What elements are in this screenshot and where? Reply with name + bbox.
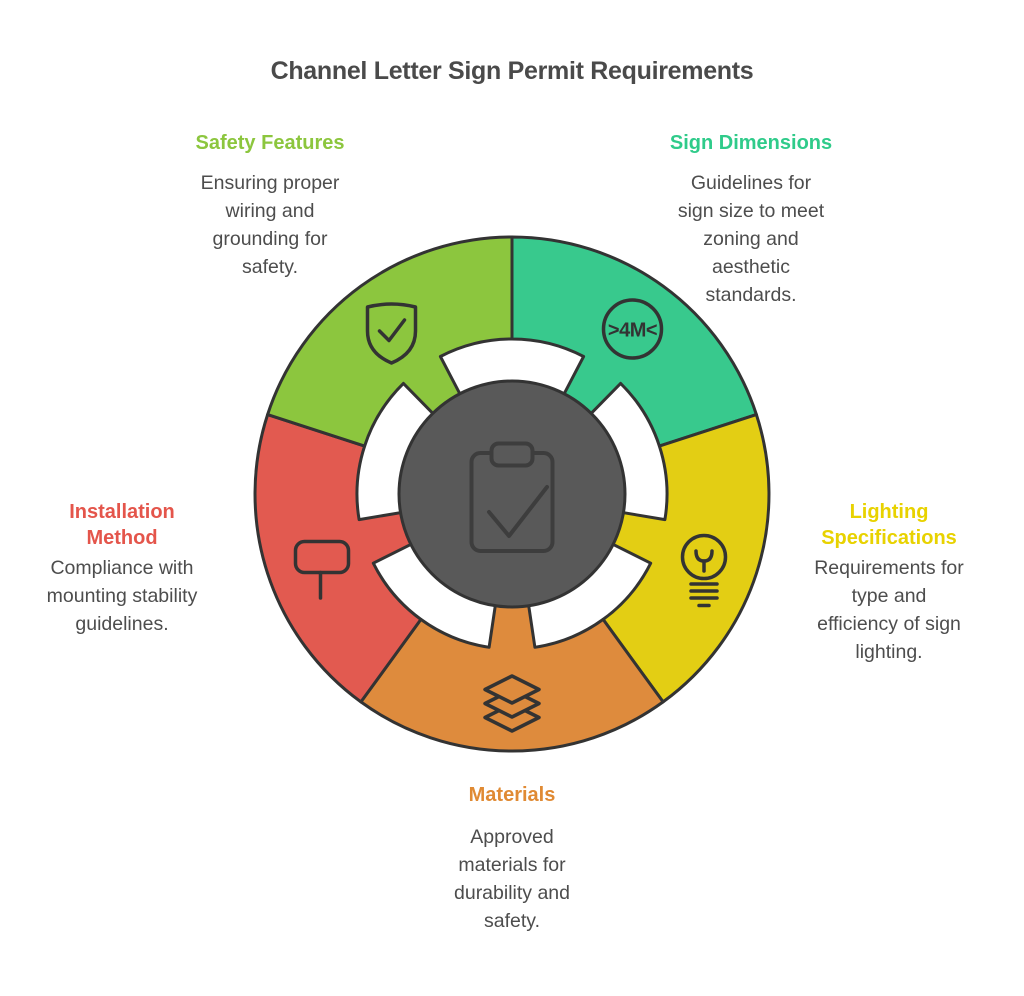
callout-heading: Safety Features: [195, 132, 345, 154]
clipboard-check-icon: [469, 441, 555, 553]
callout-description: Guidelines for sign size to meet zoning …: [677, 172, 825, 306]
lightbulb-icon: [680, 533, 728, 608]
callout-lighting-specifications: Lighting Specifications Requirements for…: [779, 499, 999, 666]
callout-materials: Materials Approved materials for durabil…: [387, 782, 637, 935]
callout-sign-dimensions: Sign Dimensions Guidelines for sign size…: [626, 130, 876, 309]
callout-safety-features: Safety Features Ensuring proper wiring a…: [145, 130, 395, 281]
callout-description: Approved materials for durability and sa…: [454, 826, 570, 932]
shield-check-icon: [365, 302, 418, 365]
callout-description: Ensuring proper wiring and grounding for…: [200, 172, 340, 278]
max-4m-dimension-icon: >4M<: [601, 298, 664, 360]
callout-description: Requirements for type and efficiency of …: [814, 557, 964, 663]
center-hub: [397, 379, 627, 609]
callout-installation-method: Installation Method Compliance with moun…: [12, 499, 232, 638]
callout-heading: Sign Dimensions: [669, 132, 833, 154]
max-4m-label: >4M<: [608, 320, 657, 342]
callout-heading: Materials: [468, 784, 556, 806]
callout-description: Compliance with mounting stability guide…: [46, 557, 198, 635]
callout-heading: Lighting Specifications: [821, 501, 957, 549]
page-title: Channel Letter Sign Permit Requirements: [270, 57, 754, 85]
sign-post-icon: [293, 539, 351, 600]
callout-heading: Installation Method: [69, 501, 175, 549]
layers-icon: [483, 674, 541, 733]
